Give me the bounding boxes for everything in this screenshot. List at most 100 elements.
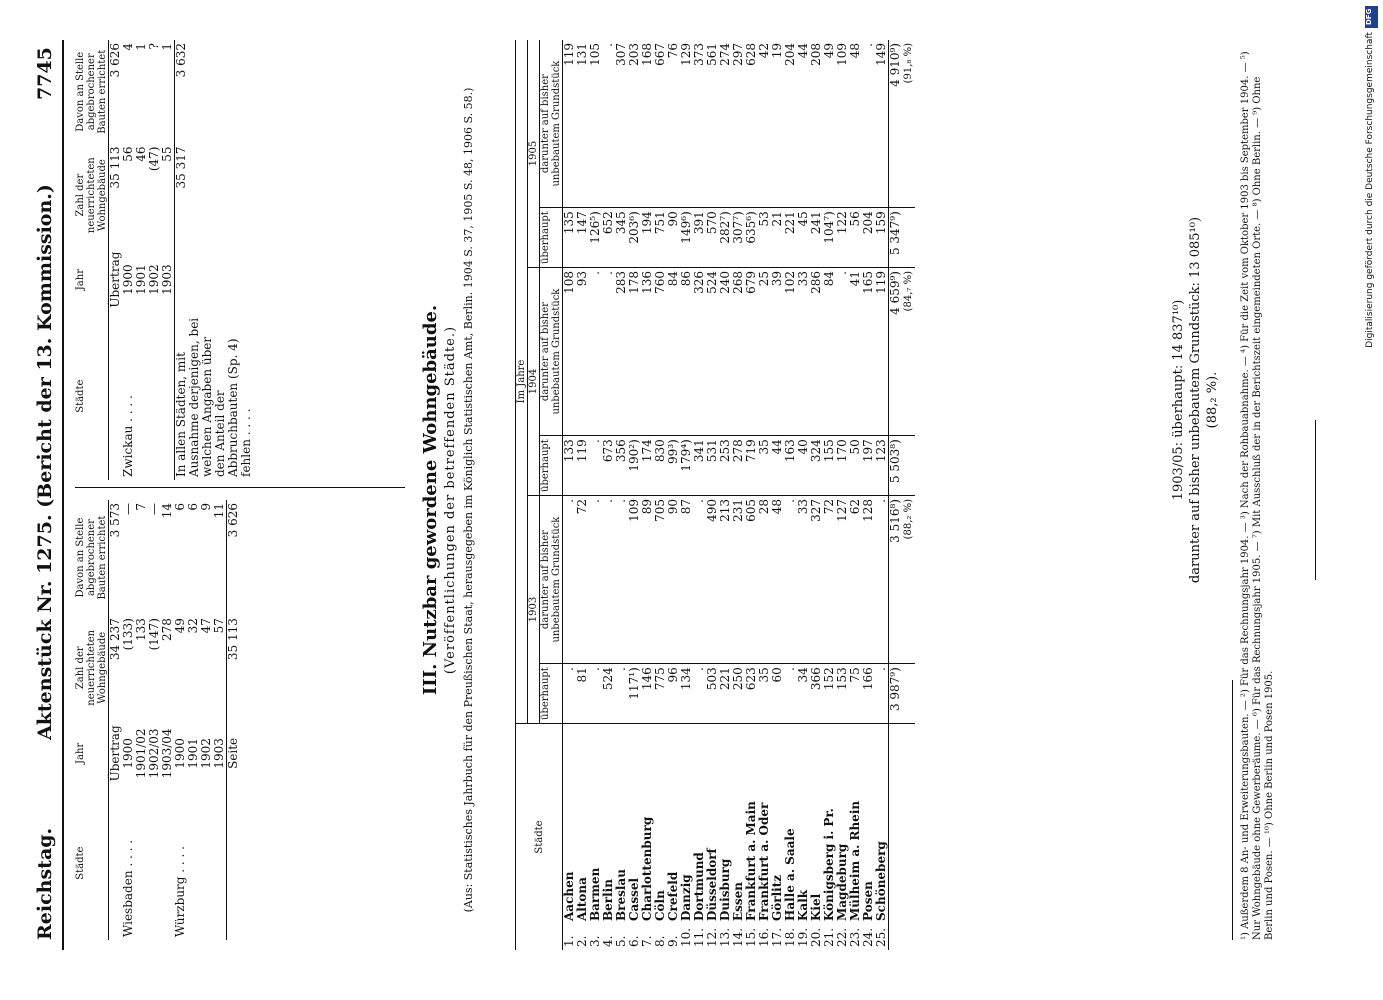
- housing-totals: 3 987⁹) 3 516⁸) 5 503⁸) 4 659⁹) 5 347⁹) …: [888, 40, 915, 950]
- th-1904-total: überhaupt: [539, 435, 563, 496]
- wohngebaeude-cell: 55: [160, 146, 174, 162]
- th-year-1904: 1904: [527, 267, 540, 496]
- value-1903-unbebaut: 72: [575, 495, 589, 664]
- th-1903-unbebaut: darunter auf bisher unbebautem Grundstüc…: [539, 495, 563, 664]
- value-1904-total: 123: [874, 435, 889, 496]
- value-1905-unbebaut: 109: [835, 43, 849, 66]
- value-1903-unbebaut: .: [601, 495, 615, 664]
- section-subtitle: (Veröffentlichungen der betreffenden Stä…: [443, 325, 458, 675]
- city-name: Frankfurt a. Main: [744, 801, 758, 921]
- city-name: Dortmund: [692, 852, 706, 921]
- upper-table-right: Städte Jahr Zahl der neuerrichteten Wohn…: [75, 40, 253, 480]
- col-jahr: Jahr: [75, 742, 86, 764]
- section-heading: III. Nutzbar gewordene Wohngebäude. (Ver…: [420, 0, 475, 1000]
- value-1903-unbebaut: 705: [653, 495, 667, 664]
- abbruch-cell: 3 573: [108, 503, 122, 538]
- value-1904-unbebaut: 108: [562, 267, 576, 436]
- abbruch-cell: ?: [147, 43, 161, 50]
- total-1904-unbebaut: 4 659⁹): [888, 267, 902, 436]
- abbruch-cell: 7: [134, 503, 148, 511]
- value-1905-unbebaut: 667: [653, 43, 667, 66]
- wohngebaeude-cell: 35 317: [174, 143, 253, 247]
- value-1903-total: 134: [679, 663, 693, 724]
- dfg-logo: DFG: [1365, 6, 1378, 28]
- value-1905-unbebaut: 119: [562, 43, 576, 66]
- year-cell: Übertrag: [108, 251, 122, 308]
- section-title: III. Nutzbar gewordene Wohngebäude.: [420, 304, 441, 696]
- col-abbruch: Davon an Stelle abgebrochener Bauten err…: [75, 515, 108, 600]
- value-1904-total: 133: [562, 435, 576, 496]
- column-divider: [75, 487, 405, 488]
- city-name: Cöln: [653, 890, 667, 921]
- city-cell: [213, 786, 227, 940]
- value-1904-unbebaut: 25: [757, 267, 771, 436]
- city-cell: [226, 786, 240, 940]
- value-1903-total: .: [562, 663, 576, 724]
- value-1904-unbebaut: 84: [822, 267, 836, 436]
- col-staedte-right: Städte: [75, 379, 86, 413]
- city-cell: [109, 786, 123, 940]
- city-name: Duisburg: [718, 858, 732, 921]
- value-1903-unbebaut: 28: [757, 495, 771, 664]
- col-wohngebaeude: Zahl der neuerrichteten Wohngebäude: [75, 629, 108, 706]
- city-cell: Zwickau . . . .: [121, 395, 135, 477]
- percent-1905-unbebaut: (91,₈ %): [903, 43, 914, 84]
- city-name: Danzig: [679, 874, 693, 921]
- city-name: Aachen: [562, 871, 576, 921]
- abbruch-cell: 3 626: [108, 43, 122, 78]
- upper-table-left: Städte Jahr Zahl der neuerrichteten Wohn…: [75, 500, 240, 940]
- th-1905-unbebaut: darunter auf bisher unbebautem Grundstüc…: [540, 60, 562, 187]
- city-cell: [135, 786, 148, 940]
- city-cell: [187, 786, 200, 940]
- value-1904-unbebaut: .: [835, 267, 849, 436]
- table-row: 3.Barmen....126⁵)105: [588, 40, 602, 950]
- total-1903-unbebaut: 3 516⁸): [888, 495, 902, 664]
- city-cell: [200, 786, 213, 940]
- city-name: Kalk: [796, 889, 810, 921]
- summary-total: 1903/05: überhaupt: 14 837¹⁰): [1171, 299, 1186, 501]
- abbruch-cell: 3 626: [226, 500, 240, 616]
- value-1904-unbebaut: 119: [874, 267, 889, 436]
- header-rule: [62, 40, 64, 950]
- th-1904-unbebaut: darunter auf bisher unbebautem Grundstüc…: [539, 267, 563, 436]
- upper-right-row: In allen Städten, mit Ausnahme derjenige…: [174, 40, 253, 480]
- value-1903-unbebaut: 48: [770, 495, 784, 664]
- abbruch-cell: —: [121, 503, 135, 515]
- total-1905: 5 347⁹): [888, 207, 902, 268]
- city-name: Crefeld: [666, 871, 680, 921]
- city-cell: [109, 312, 123, 480]
- city-cell: [148, 786, 161, 940]
- year-cell: 1903: [160, 264, 174, 295]
- abbruch-cell: 6: [186, 503, 200, 511]
- value-1903-unbebaut: 109: [627, 495, 641, 664]
- wohngebaeude-cell: 57: [212, 618, 226, 634]
- value-1903-unbebaut: 127: [835, 495, 849, 664]
- abbruch-cell: 6: [173, 503, 187, 511]
- value-1904-unbebaut: 93: [575, 267, 589, 436]
- year-cell: Übertrag: [108, 725, 122, 782]
- city-cell: Würzburg . . . .: [173, 846, 187, 937]
- city-name: Halle a. Saale: [783, 828, 797, 921]
- col-jahr-right: Jahr: [75, 269, 86, 291]
- value-1903-unbebaut: .: [783, 495, 797, 664]
- value-1905-unbebaut: 628: [744, 43, 758, 66]
- section-source: (Aus: Statistisches Jahrbuch für den Pre…: [462, 87, 475, 913]
